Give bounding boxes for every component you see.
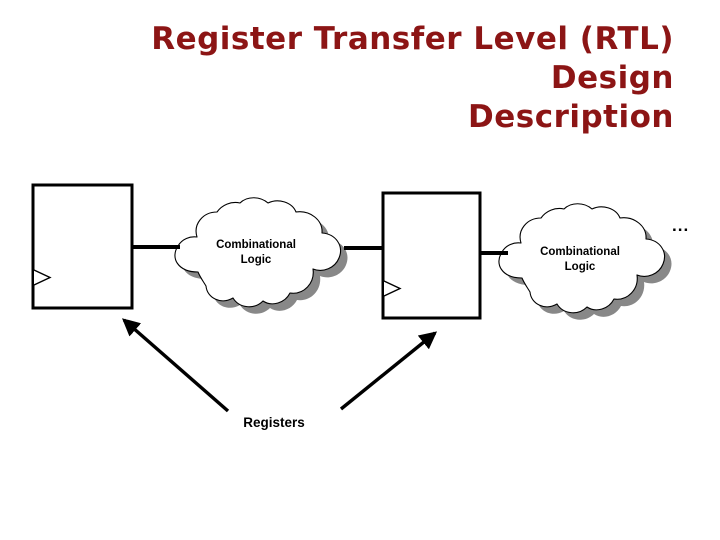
combinational-logic-cloud-1 [174, 197, 348, 314]
registers-caption: Registers [243, 415, 305, 430]
arrow-to-register-1 [122, 318, 230, 413]
register-block-2 [381, 191, 482, 320]
arrow-to-register-2 [339, 331, 438, 411]
register-1-body [31, 183, 134, 310]
combinational-logic-cloud-2 [498, 203, 672, 320]
callout-arrows [122, 318, 438, 413]
wires [132, 245, 508, 255]
clock-marker-icon-2 [383, 280, 402, 297]
page-title: Register Transfer Level (RTL) Design Des… [151, 21, 674, 135]
clock-marker-icon-1 [33, 269, 52, 286]
register-block-1 [31, 183, 134, 310]
continuation-ellipsis: ... [672, 216, 690, 235]
register-2-body [381, 191, 482, 320]
